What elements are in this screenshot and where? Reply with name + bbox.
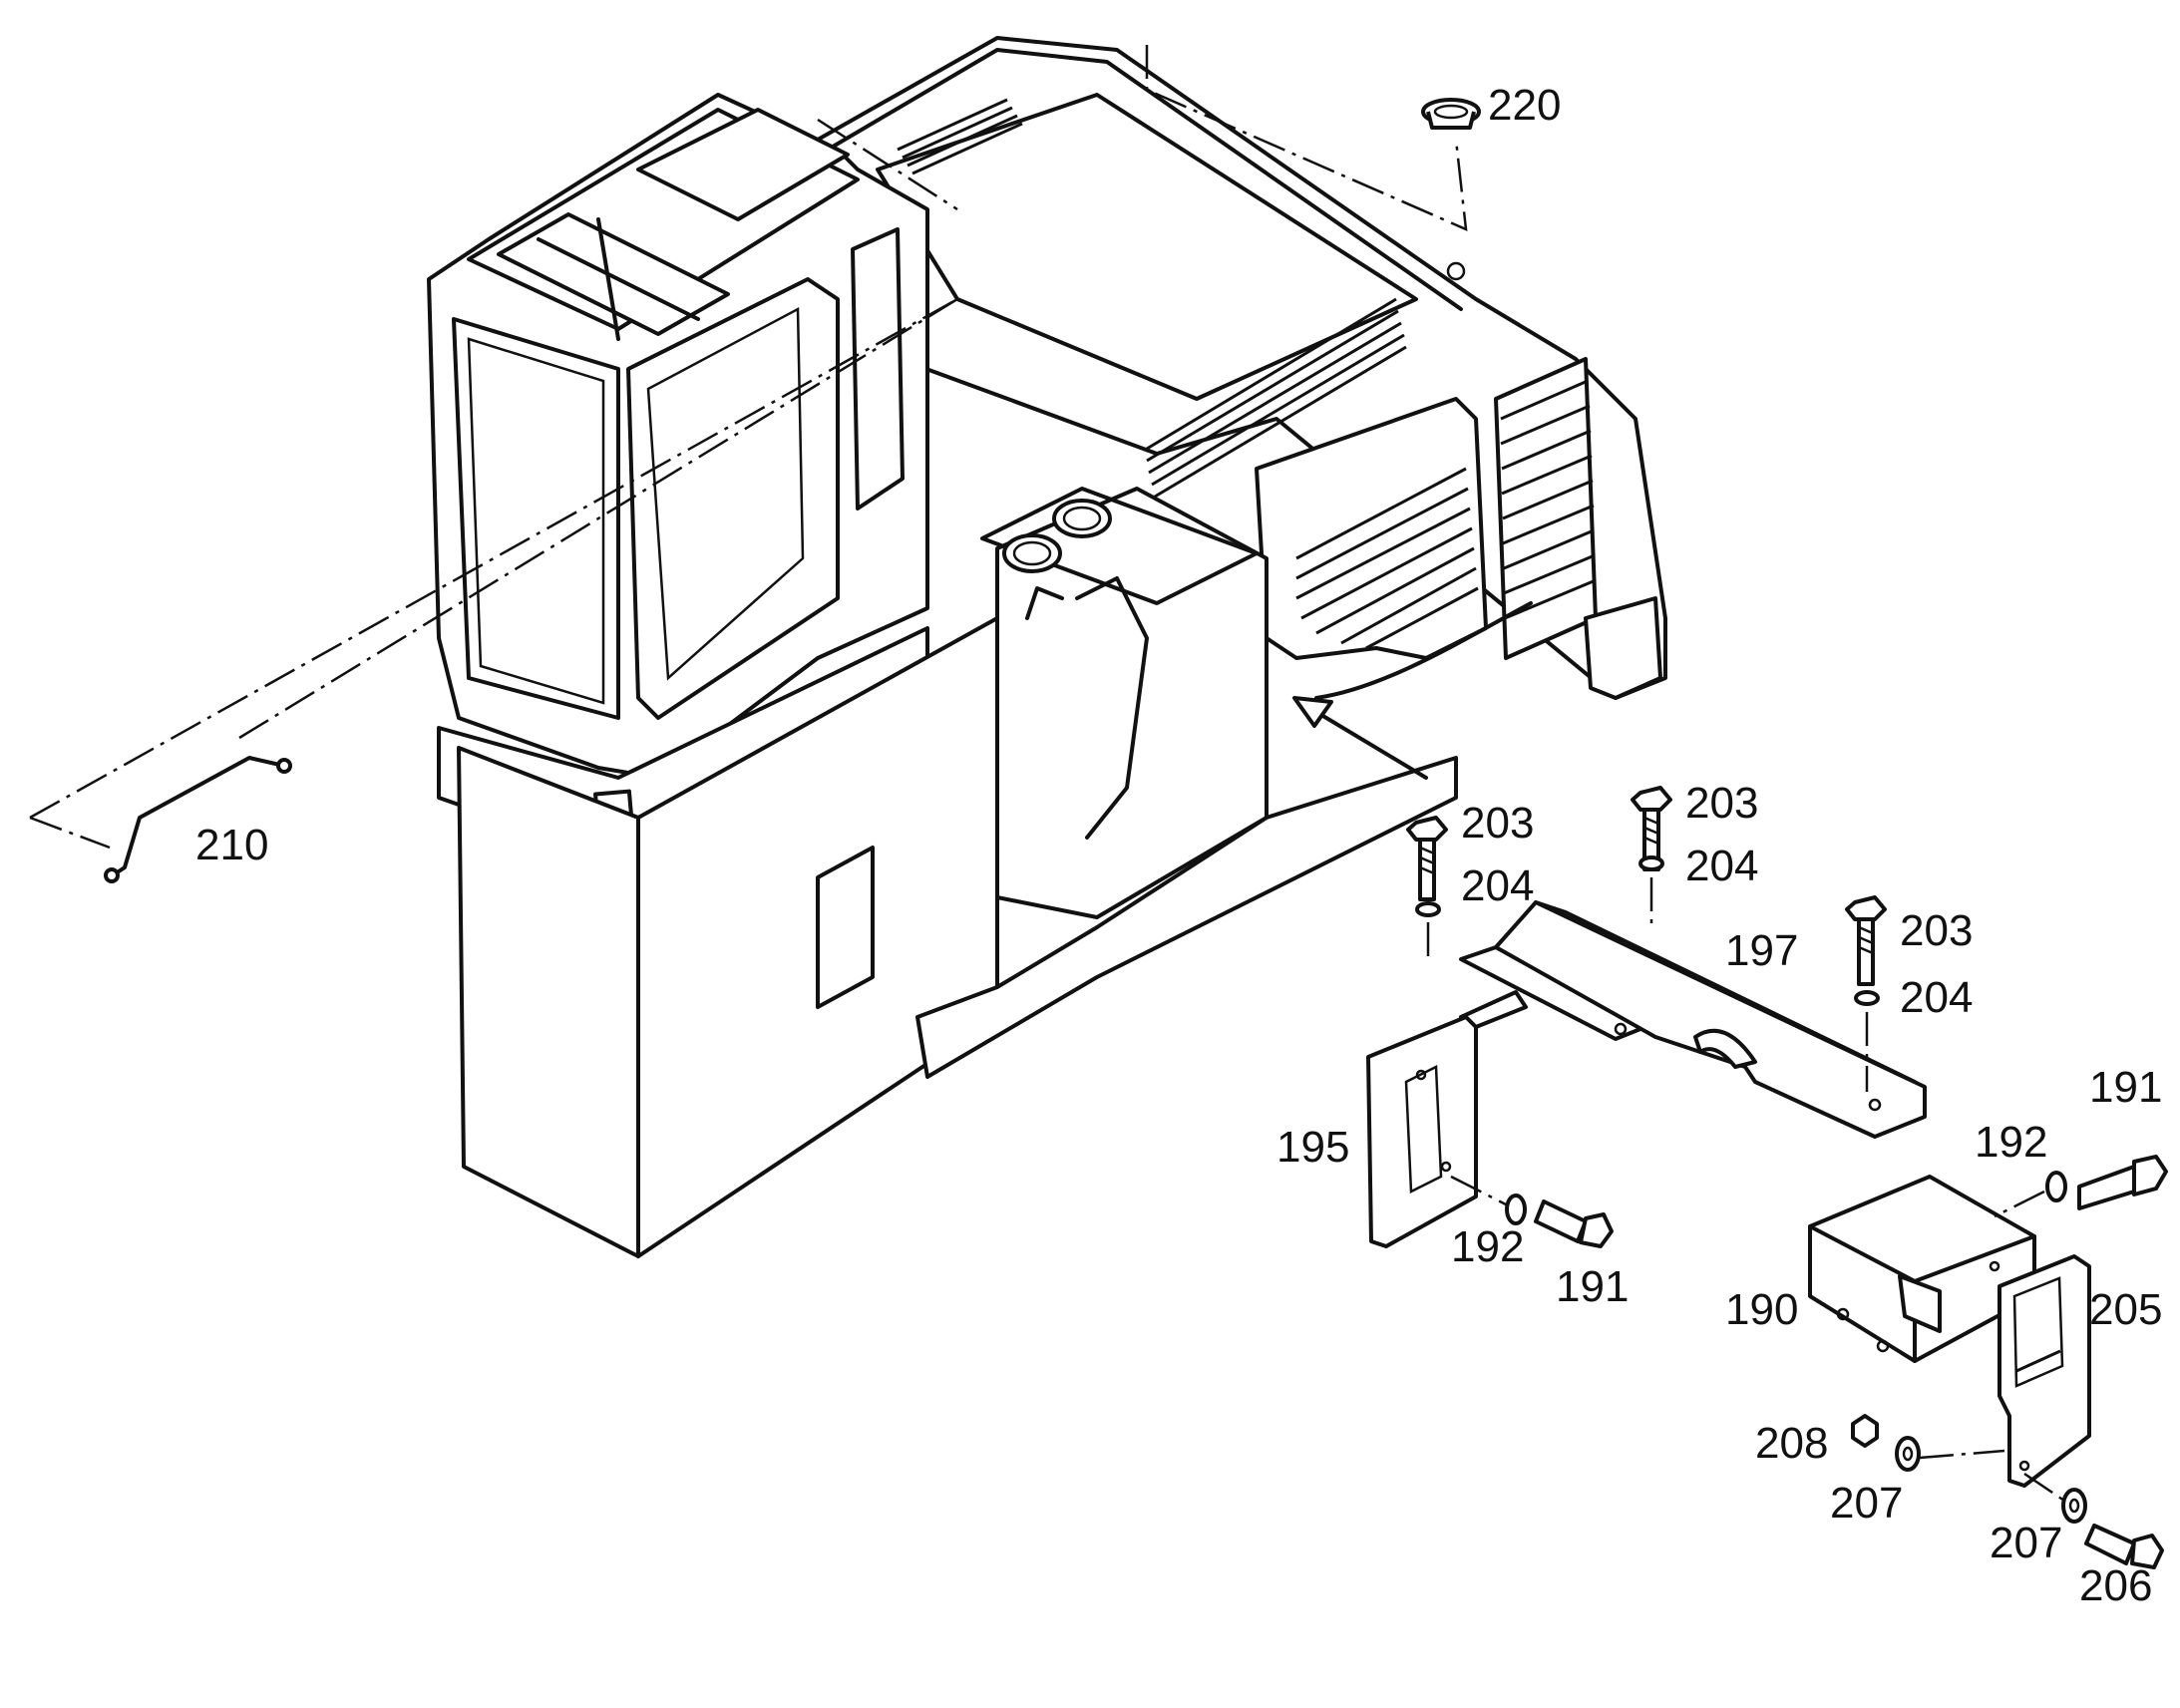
callout-207-b: 207: [1990, 1519, 2062, 1567]
callout-204-c: 204: [1900, 973, 1973, 1022]
callout-191-b: 191: [1556, 1262, 1629, 1311]
plate-205: [1998, 1254, 2091, 1488]
callout-192-a: 192: [1975, 1118, 2047, 1167]
bolt-203-c: [1845, 895, 1887, 1092]
callout-206: 206: [2079, 1561, 2152, 1610]
callout-192-b: 192: [1451, 1222, 1524, 1271]
callout-204-a: 204: [1461, 861, 1534, 910]
rod-part-210: [104, 756, 292, 883]
side-door-panel: [1255, 397, 1488, 660]
bracket-plate-197: [1459, 900, 1927, 1139]
callout-220: 220: [1488, 81, 1561, 130]
callout-203-b: 203: [1685, 779, 1758, 828]
callout-190: 190: [1725, 1285, 1798, 1334]
callout-labels: 220 210 203 204 203 204 197 203 204 191 …: [195, 81, 2162, 1610]
bolt-191-a: [1994, 1155, 2168, 1218]
callout-191-a: 191: [2089, 1063, 2162, 1112]
cab-support-box: [457, 616, 999, 1258]
bolt-203-a: [1406, 816, 1448, 959]
fuel-tank: [915, 487, 1458, 1079]
callout-197: 197: [1725, 926, 1798, 975]
nut-208: [1851, 1414, 1879, 1448]
callout-210: 210: [195, 821, 268, 869]
assembly-leader-lines: [29, 45, 1468, 850]
callout-203-a: 203: [1461, 799, 1534, 848]
detail-view-arrow: [1292, 601, 1533, 780]
hood-side-vents: [1146, 297, 1407, 499]
callout-207-a: 207: [1830, 1479, 1903, 1528]
grommet-part-220: [1421, 98, 1481, 281]
washer-207-b: [2023, 1472, 2087, 1524]
hood-top-vents: [897, 98, 1023, 175]
callout-208: 208: [1755, 1419, 1828, 1468]
callout-195: 195: [1276, 1123, 1349, 1172]
radiator-grille: [1494, 357, 1598, 660]
bolt-191-b: [1450, 1175, 1614, 1248]
bracket-195: [1366, 990, 1528, 1248]
operator-cab: [427, 93, 929, 869]
bolt-206: [2084, 1524, 2164, 1569]
washer-207-a: [1895, 1436, 2005, 1472]
engine-hood: [816, 36, 1667, 700]
callout-203-c: 203: [1900, 906, 1973, 955]
callout-204-b: 204: [1685, 842, 1758, 890]
callout-205: 205: [2089, 1285, 2162, 1334]
bolt-203-b: [1631, 786, 1672, 927]
